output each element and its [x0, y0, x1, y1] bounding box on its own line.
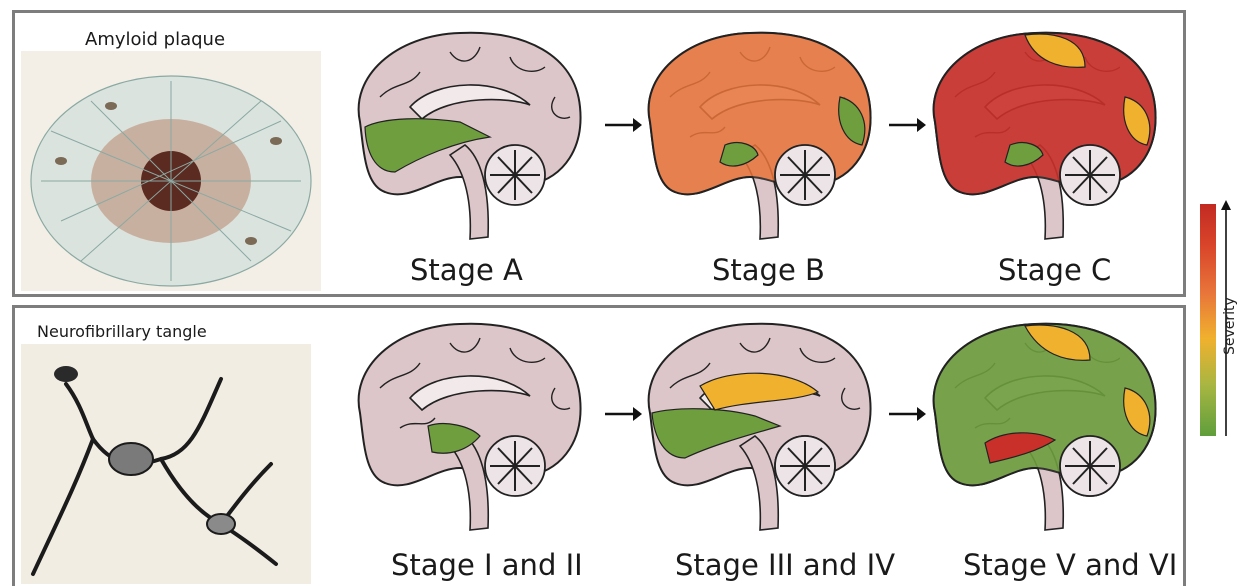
neurofibrillary-tangle-panel: Neurofibrillary tangle Stage I and II St…: [12, 305, 1186, 586]
amyloid-plaque-title: Amyloid plaque: [85, 29, 225, 50]
severity-legend: Severity: [1196, 200, 1246, 440]
amyloid-plaque-illustration: [21, 51, 321, 291]
stage-i-ii-label: Stage I and II: [391, 548, 583, 582]
brain-stage-v-vi: [915, 318, 1175, 533]
amyloid-plaque-panel: Amyloid plaque Stage A Stage B: [12, 10, 1186, 297]
severity-label: Severity: [1222, 297, 1238, 355]
brain-stage-iii-iv: [630, 318, 890, 533]
severity-color-bar: [1200, 204, 1216, 436]
stage-c-label: Stage C: [998, 253, 1111, 287]
stage-a-label: Stage A: [410, 253, 523, 287]
brain-stage-c: [915, 27, 1175, 242]
stage-b-label: Stage B: [712, 253, 825, 287]
stage-iii-iv-label: Stage III and IV: [675, 548, 895, 582]
neurofibrillary-tangle-illustration: [21, 344, 311, 584]
stage-v-vi-label: Stage V and VI: [963, 548, 1177, 582]
brain-stage-a: [340, 27, 600, 242]
brain-stage-i-ii: [340, 318, 600, 533]
neurofibrillary-tangle-title: Neurofibrillary tangle: [37, 322, 207, 341]
brain-stage-b: [630, 27, 890, 242]
